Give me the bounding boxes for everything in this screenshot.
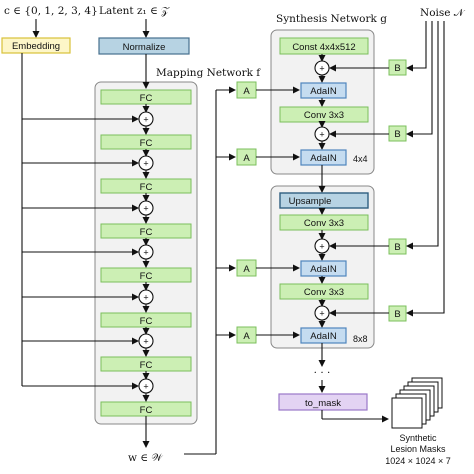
svg-text:+: + — [319, 242, 324, 252]
add-node: + — [314, 126, 330, 142]
add-node: + — [138, 333, 154, 349]
output-mask-stack-icon — [391, 377, 443, 429]
svg-text:+: + — [143, 293, 148, 303]
svg-text:+: + — [143, 248, 148, 258]
svg-text:+: + — [319, 130, 324, 140]
class-input-label: c ∈ {0, 1, 2, 3, 4} — [4, 5, 98, 17]
svg-text:+: + — [319, 64, 324, 74]
fc-label: FC — [140, 182, 153, 193]
embedding-box — [1, 37, 71, 54]
normalize-label: Normalize — [123, 42, 166, 53]
noise-b-label: B — [394, 129, 400, 140]
affine-label: A — [243, 86, 250, 97]
affine-label: A — [243, 331, 250, 342]
add-node: + — [138, 155, 154, 171]
fc-label: FC — [140, 227, 153, 238]
add-node: + — [138, 378, 154, 394]
fc-label: FC — [140, 405, 153, 416]
adain-label: AdaIN — [310, 153, 337, 164]
fc-label: FC — [140, 360, 153, 371]
to-mask-label: to_mask — [305, 398, 341, 409]
affine-label: A — [243, 264, 250, 275]
adain-box — [300, 327, 347, 344]
svg-text:+: + — [143, 204, 148, 214]
to-mask-box — [278, 393, 368, 411]
output-caption-line2: Lesion Masks — [390, 444, 446, 454]
output-caption-line3: 1024 × 1024 × 7 — [385, 456, 451, 466]
affine-blocks: A A A A — [236, 81, 257, 344]
fc-label: FC — [140, 316, 153, 327]
fc-label: FC — [140, 138, 153, 149]
adain-box — [300, 82, 347, 99]
resolution-label-8x8: 8x8 — [353, 334, 368, 344]
fc-label: FC — [140, 93, 153, 104]
synthesis-network-title: Synthesis Network g — [276, 13, 387, 25]
continuation-dots: · · · — [314, 367, 331, 379]
svg-text:+: + — [319, 309, 324, 319]
svg-text:+: + — [143, 115, 148, 125]
adain-box — [300, 260, 347, 277]
mapping-add-nodes: + + + + + + + — [138, 111, 154, 394]
conv-label: Conv 3x3 — [304, 218, 344, 229]
affine-label: A — [243, 153, 250, 164]
noise-blocks: B B B B — [388, 59, 407, 322]
conv-label: Conv 3x3 — [304, 110, 344, 121]
add-node: + — [314, 305, 330, 321]
svg-text:+: + — [143, 382, 148, 392]
add-node: + — [138, 289, 154, 305]
noise-b-label: B — [394, 63, 400, 74]
w-output-label: w ∈ 𝒲 — [128, 452, 164, 464]
adain-label: AdaIN — [310, 264, 337, 275]
normalize-box — [98, 37, 190, 55]
svg-text:+: + — [143, 159, 148, 169]
noise-b-label: B — [394, 309, 400, 320]
add-node: + — [314, 60, 330, 76]
fc-label: FC — [140, 271, 153, 282]
upsample-label: Upsample — [289, 196, 332, 207]
const-box — [279, 37, 369, 55]
adain-label: AdaIN — [310, 86, 337, 97]
embedding-label: Embedding — [12, 41, 60, 52]
svg-text:+: + — [143, 337, 148, 347]
mapping-network-title: Mapping Network f — [156, 67, 261, 79]
add-node: + — [314, 238, 330, 254]
resolution-label-4x4: 4x4 — [353, 154, 368, 164]
conv-box — [279, 283, 369, 300]
noise-label: Noise 𝒩 — [420, 7, 466, 19]
latent-input-label: Latent z₁ ∈ 𝒵 — [99, 5, 170, 17]
noise-b-label: B — [394, 242, 400, 253]
adain-label: AdaIN — [310, 331, 337, 342]
add-node: + — [138, 200, 154, 216]
add-node: + — [138, 111, 154, 127]
adain-box — [300, 149, 347, 166]
conv-label: Conv 3x3 — [304, 287, 344, 298]
fc-layers: FC FC FC FC FC FC FC FC — [100, 89, 192, 417]
add-node: + — [138, 244, 154, 260]
output-caption-line1: Synthetic — [399, 433, 437, 443]
conv-box — [279, 214, 369, 231]
const-label: Const 4x4x512 — [292, 42, 355, 53]
